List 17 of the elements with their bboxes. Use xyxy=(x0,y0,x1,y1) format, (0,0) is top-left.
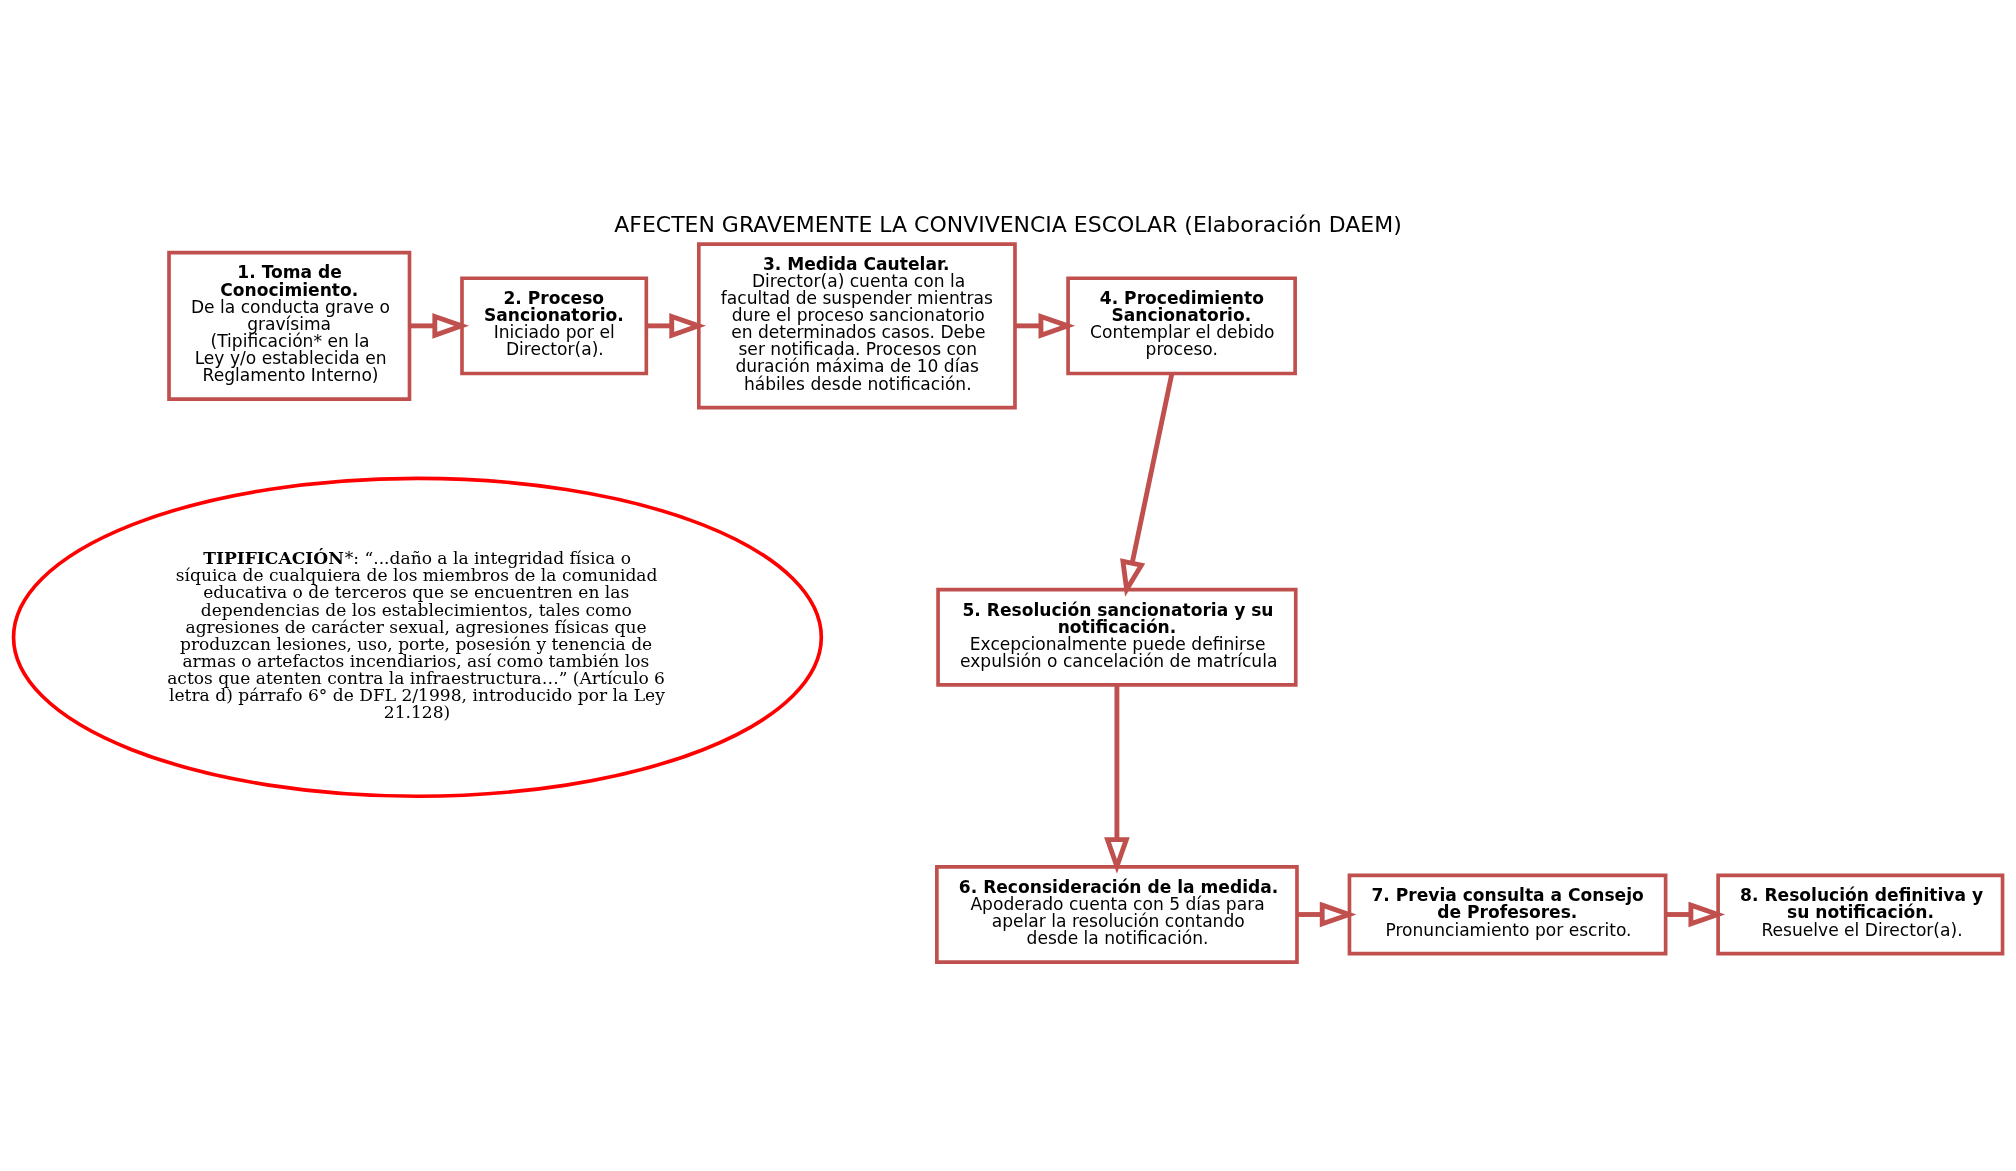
node-box: 3. Medida Cautelar. Director(a) cuenta con la facultad de suspender mientras dure el proceso sancionatorio en determinados casos. Debe ser notificada. Procesos con duración máxima de 10 días hábiles desde notificación. xyxy=(696,241,1017,409)
node-box: 8. Resolución definitiva y su notificación. Resuelve el Director(a). xyxy=(1716,873,2005,955)
node-box: 4. Procedimiento Sancionatorio. Contemplar el debido proceso. xyxy=(1066,275,1297,375)
node-box: 5. Resolución sancionatoria y su notificación. Excepcionalmente puede definirse expulsión o cancelación de matrícula xyxy=(936,587,1298,687)
arrow xyxy=(646,312,706,339)
arrow xyxy=(1120,372,1175,597)
node-box: 1. Toma de Conocimiento. De la conducta grave o gravísima (Tipificación* en la Ley y/o establecida en Reglamento Interno) xyxy=(167,250,412,401)
node-box: 7. Previa consulta a Consejo de Profesores. Pronunciamiento por escrito. xyxy=(1347,873,1668,955)
node-box: 2. Proceso Sancionatorio. Iniciado por el Director(a). xyxy=(460,275,649,375)
arrow xyxy=(1297,901,1357,927)
arrow xyxy=(1015,312,1076,339)
node-ellipse: TIPIFICACIÓN*: “...daño a la integridad física o síquica de cualquiera de los miembros de la comunidad educativa o de terceros que se encuentren en las dependencias de los establecimientos, tales como agresiones de carácter sexual, agresiones físicas que produzcan lesiones, uso, porte, posesión y tenencia de armas o artefactos incendiarios, así como también los actos que atenten contra la infraestructura…” (Artículo 6 letra d) párrafo 6° de DFL 2/1998, introducido por la Ley 21.128) xyxy=(11,476,824,798)
diagram-title: AFECTEN GRAVEMENTE LA CONVIVENCIA ESCOLAR (Elaboración DAEM) xyxy=(614,211,1402,237)
arrow xyxy=(1104,684,1130,874)
node-box: 6. Reconsideración de la medida. Apoderado cuenta con 5 días para apelar la resolución contando desde la notificación. xyxy=(935,864,1299,964)
arrow xyxy=(1665,901,1726,927)
arrow xyxy=(409,312,470,339)
